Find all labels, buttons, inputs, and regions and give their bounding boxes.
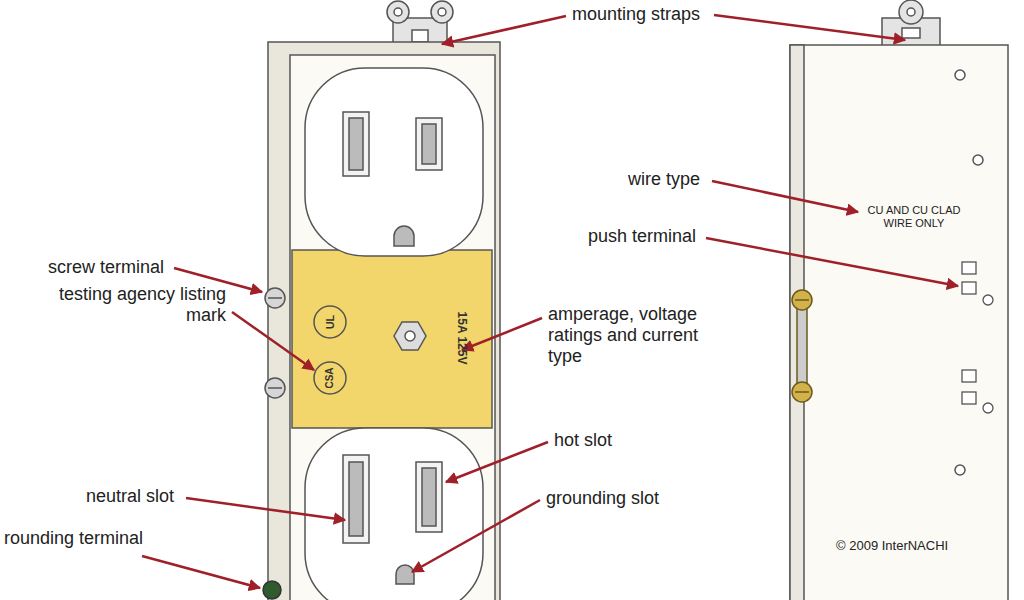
lower-receptacle xyxy=(416,462,442,532)
part-label: hot slot xyxy=(554,430,612,451)
outlet-side-body xyxy=(790,45,1008,600)
upper-receptacle xyxy=(305,68,483,256)
leader-line xyxy=(712,181,858,212)
mounting-strap xyxy=(907,8,915,16)
mounting-strap xyxy=(412,30,428,42)
screw-terminal xyxy=(265,288,285,308)
screw-terminal xyxy=(265,378,285,398)
push-terminal xyxy=(962,370,976,382)
lower-receptacle xyxy=(305,428,483,600)
listing-mark: UL xyxy=(324,315,337,330)
lower-receptacle xyxy=(396,565,414,584)
listing-mark: CSA xyxy=(324,367,336,388)
push-terminal xyxy=(983,295,993,305)
rating-text: 15A 125V xyxy=(455,312,469,365)
upper-receptacle xyxy=(416,118,442,170)
push-terminal xyxy=(962,262,976,274)
copyright-note: © 2009 InterNACHI xyxy=(836,538,948,554)
mounting-strap xyxy=(431,1,453,23)
leader-line xyxy=(446,442,548,482)
brass-screw-terminal xyxy=(795,299,809,301)
outlet-side-body xyxy=(973,155,983,165)
imprint-text: CU AND CU CLAD WIRE ONLY xyxy=(862,204,966,230)
leader-line xyxy=(142,556,260,588)
outlet-side-body xyxy=(790,45,1008,600)
brass-screw-terminal xyxy=(792,290,812,402)
part-label: screw terminal xyxy=(48,257,164,278)
part-label: push terminal xyxy=(588,226,696,247)
brass-screw-terminal xyxy=(795,391,809,393)
grounding-terminal xyxy=(263,581,281,599)
outlet-body xyxy=(292,250,492,428)
grounding-terminal xyxy=(263,581,281,599)
leader-line xyxy=(142,15,958,588)
upper-receptacle xyxy=(343,112,369,176)
push-terminal xyxy=(983,403,993,413)
brass-screw-terminal xyxy=(797,300,807,392)
outlet-body xyxy=(405,331,415,341)
part-label: rounding terminal xyxy=(4,528,143,549)
leader-line xyxy=(706,238,958,286)
part-label: grounding slot xyxy=(546,488,659,509)
leader-line xyxy=(232,312,314,370)
mounting-strap xyxy=(387,1,409,23)
part-label: wire type xyxy=(628,169,700,190)
mounting-strap xyxy=(394,8,402,16)
part-label: neutral slot xyxy=(86,486,174,507)
leader-line xyxy=(714,15,905,40)
upper-receptacle xyxy=(422,124,436,164)
mounting-strap xyxy=(899,0,923,24)
mounting-strap xyxy=(902,28,920,38)
push-terminal xyxy=(962,262,993,413)
brass-screw-terminal xyxy=(792,290,812,310)
part-label: testing agency listing mark xyxy=(58,284,226,326)
leader-line xyxy=(412,500,540,572)
outlet-body xyxy=(290,55,495,600)
screw-terminal xyxy=(268,387,282,389)
part-label: amperage, voltage ratings and current ty… xyxy=(548,304,733,367)
screw-terminal xyxy=(268,297,282,299)
lower-receptacle xyxy=(422,468,436,526)
leader-line xyxy=(186,498,345,520)
leader-line xyxy=(442,16,566,44)
outlet-body xyxy=(268,42,500,600)
upper-receptacle xyxy=(305,68,483,256)
part-label: mounting straps xyxy=(572,4,700,25)
outlet-body xyxy=(314,306,346,338)
outlet-body xyxy=(394,322,426,350)
push-terminal xyxy=(962,282,976,294)
outlet-side-body xyxy=(955,70,965,80)
lower-receptacle xyxy=(305,428,483,600)
mounting-strap xyxy=(438,8,446,16)
leader-line xyxy=(462,318,542,350)
mounting-strap xyxy=(882,0,940,48)
lower-receptacle xyxy=(343,455,369,543)
brass-screw-terminal xyxy=(792,382,812,402)
lower-receptacle xyxy=(349,462,363,536)
upper-receptacle xyxy=(349,118,363,170)
outlet-body xyxy=(314,362,346,394)
outlet-side-body xyxy=(955,465,965,475)
upper-receptacle xyxy=(394,226,414,246)
push-terminal xyxy=(962,392,976,404)
